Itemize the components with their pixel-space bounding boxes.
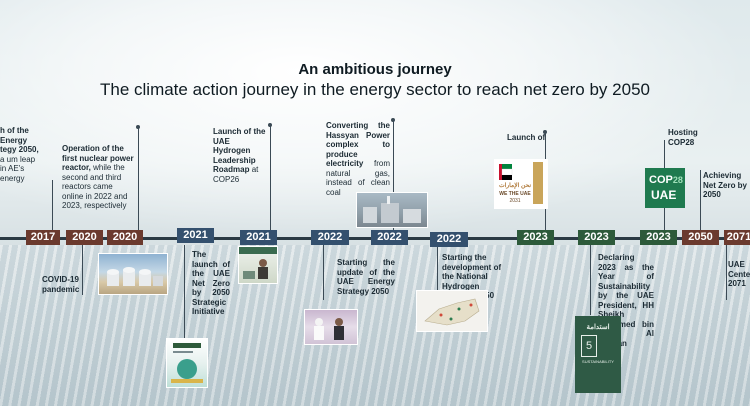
connector-2022b bbox=[393, 120, 394, 230]
year-2022b: 2022 bbox=[371, 230, 408, 245]
event-2022-hassyan-bold: Converting the Hassyan Power complex to … bbox=[326, 121, 390, 168]
event-2017-bold: h of the Energy tegy 2050, bbox=[0, 126, 39, 154]
connector-2021a bbox=[184, 245, 185, 340]
event-2020-nuclear: Operation of the first nuclear power rea… bbox=[62, 144, 134, 211]
event-2017: h of the Energy tegy 2050, a um leap in … bbox=[0, 126, 42, 183]
speaker-illustration bbox=[243, 259, 268, 279]
connector-dot bbox=[391, 118, 395, 122]
event-2021-netzero: The launch of the UAE Net Zero by 2050 S… bbox=[192, 250, 230, 317]
uae-map-illustration bbox=[424, 298, 480, 326]
netzero-initiative-poster bbox=[166, 338, 208, 388]
year-2020a: 2020 bbox=[66, 230, 103, 245]
connector-2020a bbox=[138, 127, 139, 230]
connector-2020b bbox=[82, 245, 83, 295]
year-2022c: 2022 bbox=[430, 232, 468, 247]
hydrogen-strategy-map bbox=[416, 290, 488, 332]
event-2050-bold: Achieving Net Zero by 2050 bbox=[703, 171, 748, 199]
event-2021-hydrogen-text: at COP26 bbox=[213, 165, 259, 184]
year-2023a: 2023 bbox=[517, 230, 554, 245]
connector-2017 bbox=[52, 180, 53, 230]
sustainability-english: SUSTAINABILITY bbox=[582, 359, 614, 364]
connector-2022a bbox=[323, 245, 324, 300]
sustainability-number: 5 bbox=[581, 335, 597, 357]
poster-illustration bbox=[171, 343, 203, 383]
event-2071: UAE Cente 2071 bbox=[728, 260, 750, 289]
connector-2050 bbox=[700, 170, 701, 230]
event-2022-hassyan: Converting the Hassyan Power complex to … bbox=[326, 121, 390, 197]
event-2017-text: a um leap in AE's energy bbox=[0, 154, 36, 183]
event-2071-bold: UAE Cente 2071 bbox=[728, 260, 750, 288]
year-2023b: 2023 bbox=[578, 230, 615, 245]
year-2071: 2071 bbox=[724, 230, 750, 245]
energy-strategy-photo bbox=[304, 309, 358, 345]
event-2023-launch: Launch of bbox=[507, 133, 547, 143]
year-2050: 2050 bbox=[682, 230, 719, 245]
connector-2022c bbox=[437, 245, 438, 290]
event-2020-covid-bold: COVID-19 pandemic bbox=[42, 275, 80, 294]
connector-dot bbox=[543, 130, 547, 134]
event-2023-launch-bold: Launch of bbox=[507, 133, 546, 142]
event-2021-hydrogen-roadmap: Launch of the UAE Hydrogen Leadership Ro… bbox=[213, 127, 267, 184]
cop28-cop-text: COP28 bbox=[649, 174, 683, 186]
event-2023-cop28-bold: Hosting COP28 bbox=[668, 128, 698, 147]
year-2017: 2017 bbox=[26, 230, 60, 245]
event-2022-energy-bold: Starting the update of the UAE Energy St… bbox=[337, 258, 395, 296]
we-the-uae-arabic: نحن الإمارات bbox=[498, 183, 532, 189]
meeting-illustration bbox=[314, 318, 344, 340]
we-the-uae-text: WE THE UAE bbox=[499, 191, 531, 197]
year-2020b: 2020 bbox=[107, 230, 143, 245]
event-2020-covid: COVID-19 pandemic bbox=[42, 275, 80, 294]
we-the-uae-year: 2031 bbox=[509, 198, 521, 204]
page-subtitle: The climate action journey in the energy… bbox=[100, 80, 650, 99]
connector-2071 bbox=[726, 245, 727, 300]
event-2021-hydrogen-bold: Launch of the UAE Hydrogen Leadership Ro… bbox=[213, 127, 266, 174]
hassyan-plant-photo bbox=[356, 192, 428, 228]
year-2021b: 2021 bbox=[240, 230, 277, 245]
cop28-number: 28 bbox=[672, 175, 683, 185]
event-2020-nuclear-text: while the second and third reactors came… bbox=[62, 163, 128, 210]
power-plant-illustration bbox=[363, 196, 421, 223]
connector-2023b bbox=[590, 245, 591, 315]
cop28-cop: COP bbox=[649, 174, 673, 186]
sustainability-arabic: استدامة bbox=[586, 324, 610, 331]
event-2021-netzero-bold: The launch of the UAE Net Zero by 2050 S… bbox=[192, 250, 230, 316]
event-2022-energy-strategy: Starting the update of the UAE Energy St… bbox=[337, 258, 395, 296]
uae-flag-icon bbox=[499, 162, 543, 204]
nuclear-plant-photo bbox=[98, 253, 168, 295]
nuclear-plant-illustration bbox=[107, 267, 163, 286]
cop28-logo: COP28 UAE bbox=[645, 168, 685, 208]
connector-dot bbox=[268, 123, 272, 127]
we-the-uae-logo: نحن الإمارات WE THE UAE 2031 bbox=[494, 159, 548, 209]
hydrogen-event-photo bbox=[238, 246, 278, 284]
event-2050: Achieving Net Zero by 2050 bbox=[703, 171, 747, 200]
page-title: An ambitious journey bbox=[298, 61, 452, 78]
year-2023c: 2023 bbox=[640, 230, 677, 245]
event-2023-cop28: Hosting COP28 bbox=[668, 128, 708, 147]
connector-2021b bbox=[270, 125, 271, 230]
connector-dot bbox=[136, 125, 140, 129]
year-2021a: 2021 bbox=[177, 228, 214, 243]
cop28-uae-text: UAE bbox=[651, 188, 677, 202]
event-2020-nuclear-bold: Operation of the first nuclear power rea… bbox=[62, 144, 134, 172]
event-2022-hassyan-text: from natural gas, instead of clean coal bbox=[326, 159, 390, 197]
sustainability-book-cover: استدامة 5 SUSTAINABILITY bbox=[575, 316, 621, 393]
year-2022a: 2022 bbox=[311, 230, 349, 245]
